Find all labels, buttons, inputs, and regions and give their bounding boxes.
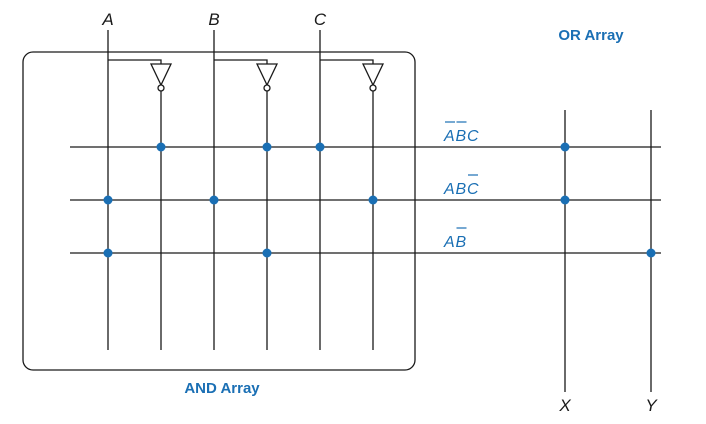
and-connection-dot-c-term-1 bbox=[315, 142, 325, 152]
and-array-boundary bbox=[22, 51, 416, 371]
output-label-y: Y bbox=[645, 396, 658, 415]
and-connection-dot-a-term-2 bbox=[103, 195, 113, 205]
input-label-a: A bbox=[101, 10, 113, 29]
and-connection-dot-a-bar-term-1 bbox=[156, 142, 166, 152]
term-2-letter-c: C bbox=[467, 181, 479, 198]
and-connection-dot-b-term-2 bbox=[209, 195, 219, 205]
output-label-x: X bbox=[558, 396, 571, 415]
inverter-c bbox=[361, 63, 385, 92]
or-connection-dot-y-term-3 bbox=[646, 248, 656, 258]
input-label-b: B bbox=[208, 10, 219, 29]
term-2-letter-b: B bbox=[456, 181, 467, 198]
term-3-letter-a: A bbox=[443, 234, 455, 251]
term-1-letter-c: C bbox=[467, 128, 479, 145]
and-connection-dot-a-term-3 bbox=[103, 248, 113, 258]
and-array-title: AND Array bbox=[184, 380, 260, 397]
and-connection-dot-b-bar-term-3 bbox=[262, 248, 272, 258]
branch-wire-a bbox=[108, 59, 162, 64]
term-3-letter-b: B bbox=[456, 234, 467, 251]
inverter-b bbox=[255, 63, 279, 92]
term-1-letter-a: A bbox=[443, 128, 455, 145]
and-connection-dot-b-bar-term-1 bbox=[262, 142, 272, 152]
or-connection-dot-x-term-1 bbox=[560, 142, 570, 152]
branch-wire-c bbox=[320, 59, 374, 64]
input-label-c: C bbox=[314, 10, 327, 29]
and-connection-dot-c-bar-term-2 bbox=[368, 195, 378, 205]
or-connection-dot-x-term-2 bbox=[560, 195, 570, 205]
branch-wire-b bbox=[214, 59, 268, 64]
connection-dots bbox=[103, 142, 656, 258]
term-1-letter-b: B bbox=[456, 128, 467, 145]
or-array-title: OR Array bbox=[558, 27, 624, 44]
inverter-a bbox=[149, 63, 173, 92]
term-2-letter-a: A bbox=[443, 181, 455, 198]
